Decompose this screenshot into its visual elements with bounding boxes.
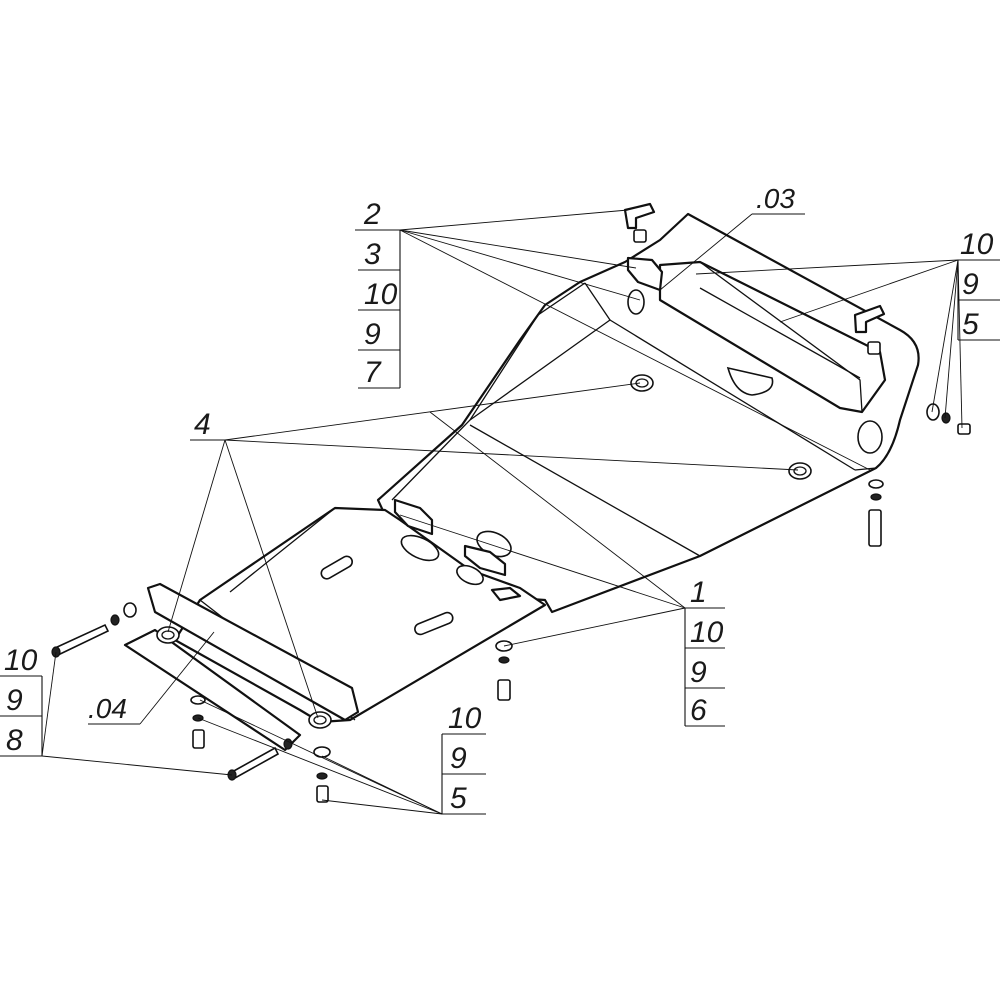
callout-3: 3 xyxy=(364,238,381,271)
callout-5: 5 xyxy=(962,308,979,341)
plate-bosses xyxy=(156,374,812,729)
callout-5: 5 xyxy=(450,782,467,815)
right-bolt-hardware xyxy=(926,403,971,435)
left-long-bolt xyxy=(51,602,137,658)
front-left-vertical-bolt xyxy=(190,695,206,749)
mid-vertical-bolt xyxy=(495,640,513,701)
callout-10: 10 xyxy=(448,702,482,735)
callout-6: 6 xyxy=(690,694,707,727)
callout-10: 10 xyxy=(4,644,38,677)
callout-7: 7 xyxy=(364,356,382,389)
callout-stack-top-right: 10 9 5 xyxy=(957,228,1000,341)
callout-9: 9 xyxy=(6,684,23,717)
callout-9: 9 xyxy=(962,268,979,301)
top-left-clip-bracket xyxy=(623,202,656,243)
callout-9: 9 xyxy=(690,656,707,689)
callout-03: .03 xyxy=(756,183,795,214)
plate-slots xyxy=(320,289,883,636)
callout-stack-top-left: 2 3 10 9 7 xyxy=(358,198,401,389)
callout-stack-mid-right: 1 10 9 6 xyxy=(684,576,725,727)
top-right-clip-bracket xyxy=(853,304,886,355)
callout-10: 10 xyxy=(960,228,994,261)
leader-lines xyxy=(0,209,1000,815)
callout-stack-bottom-left: 10 9 8 xyxy=(0,644,43,757)
plate-tabs xyxy=(393,256,664,602)
front-cross-bracket xyxy=(123,582,360,752)
callout-9: 9 xyxy=(450,742,467,775)
callout-stack-bottom-mid: 10 9 5 xyxy=(441,702,486,815)
callout-2: 2 xyxy=(363,198,381,231)
callout-10: 10 xyxy=(690,616,724,649)
callout-4: 4 xyxy=(194,408,211,441)
callout-8: 8 xyxy=(6,724,23,757)
front-long-bolt xyxy=(227,738,293,781)
callout-9: 9 xyxy=(364,318,381,351)
rear-mounting-bracket xyxy=(658,260,887,414)
callout-1: 1 xyxy=(690,576,707,609)
callout-10: 10 xyxy=(364,278,398,311)
right-vertical-bolt xyxy=(868,479,884,547)
callout-04: .04 xyxy=(88,693,127,724)
